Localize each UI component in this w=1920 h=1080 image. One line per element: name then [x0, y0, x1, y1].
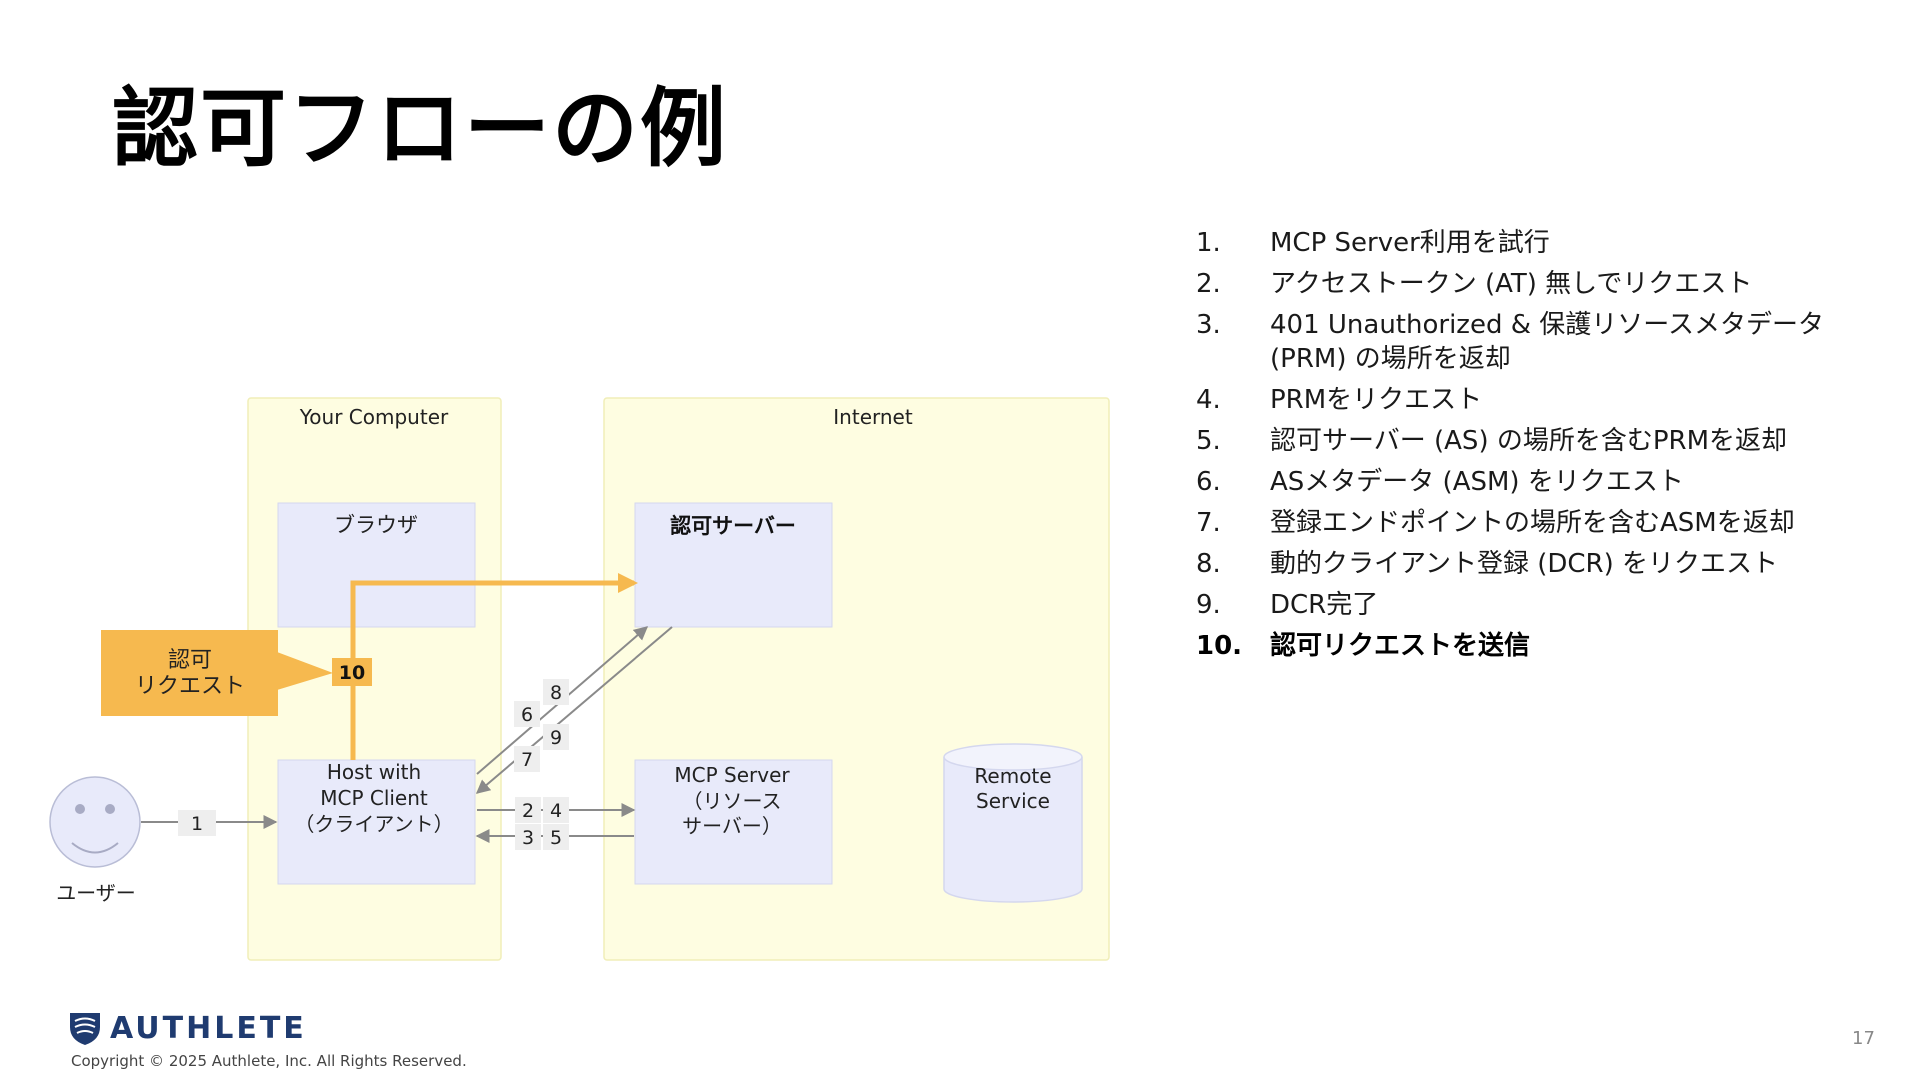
- step-label-4: 4: [543, 797, 569, 823]
- step-label-5: 5: [543, 824, 569, 850]
- step-text: PRMをリクエスト: [1270, 385, 1483, 415]
- step-text: アクセストークン (AT) 無しでリクエスト: [1270, 269, 1753, 299]
- svg-text:10: 10: [339, 662, 365, 684]
- svg-text:2: 2: [522, 800, 534, 822]
- mcp-server-label-line1: MCP Server: [674, 763, 790, 787]
- step-item: 2. アクセストークン (AT) 無しでリクエスト: [1196, 267, 1856, 301]
- remote-service-label-line2: Service: [976, 789, 1050, 813]
- svg-text:5: 5: [550, 827, 562, 849]
- step-text: 動的クライアント登録 (DCR) をリクエスト: [1270, 549, 1779, 579]
- step-text: ASメタデータ (ASM) をリクエスト: [1270, 467, 1684, 497]
- svg-text:3: 3: [522, 827, 534, 849]
- step-number: 2.: [1196, 269, 1221, 299]
- step-item-highlighted: 10. 認可リクエストを送信: [1196, 629, 1856, 663]
- step-label-6: 6: [514, 701, 540, 727]
- flow-steps-list: 1. MCP Server利用を試行 2. アクセストークン (AT) 無しでリクエ…: [1196, 226, 1856, 670]
- host-client-label-line3: （クライアント）: [294, 812, 453, 836]
- browser-box: [277, 502, 476, 628]
- step-label-3: 3: [515, 824, 541, 850]
- svg-text:6: 6: [521, 704, 533, 726]
- step-item: 7. 登録エンドポイントの場所を含むASMを返却: [1196, 506, 1856, 540]
- step-item: 5. 認可サーバー (AS) の場所を含むPRMを返却: [1196, 424, 1856, 458]
- slide-title: 認可フローの例: [112, 79, 728, 179]
- step-item: 6. ASメタデータ (ASM) をリクエスト: [1196, 465, 1856, 499]
- remote-service-label-line1: Remote: [974, 764, 1051, 788]
- host-client-box: [277, 759, 476, 885]
- page-number: 17: [1852, 1028, 1875, 1049]
- callout-line1: 認可: [168, 648, 212, 673]
- mcp-server-label-line3: サーバー）: [682, 814, 782, 838]
- arrow-step-10-authorization-request: [350, 573, 638, 760]
- svg-text:9: 9: [550, 727, 562, 749]
- authlete-shield-icon: [70, 1013, 100, 1045]
- copyright-notice: Copyright © 2025 Authlete, Inc. All Righ…: [71, 1052, 467, 1070]
- zone-internet-label: Internet: [833, 405, 913, 429]
- step-number: 1.: [1196, 228, 1221, 258]
- step-label-2: 2: [515, 797, 541, 823]
- auth-server-box: [634, 502, 833, 628]
- svg-text:8: 8: [550, 682, 562, 704]
- step-number: 3.: [1196, 310, 1221, 340]
- step-label-7: 7: [514, 746, 540, 772]
- mcp-server-box: [634, 759, 833, 885]
- callout-line2: リクエスト: [135, 674, 245, 699]
- step-number: 8.: [1196, 549, 1221, 579]
- mcp-server-label-line2: （リソース: [683, 789, 782, 813]
- step-text: DCR完了: [1270, 590, 1379, 620]
- step-number: 10.: [1196, 631, 1243, 661]
- step-item: 8. 動的クライアント登録 (DCR) をリクエスト: [1196, 547, 1856, 581]
- step-label-8: 8: [543, 679, 569, 705]
- host-client-label-line2: MCP Client: [320, 786, 428, 810]
- authorization-request-callout: [101, 630, 333, 716]
- user-label: ユーザー: [56, 881, 136, 905]
- authorization-flow-diagram: Your Computer Internet ブラウザ 認可サーバー Host …: [49, 397, 1110, 961]
- step-number: 5.: [1196, 426, 1221, 456]
- svg-text:4: 4: [550, 800, 562, 822]
- zone-your-computer-label: Your Computer: [299, 405, 449, 429]
- step-text: 401 Unauthorized & 保護リソースメタデータ(PRM) の場所を…: [1270, 310, 1824, 374]
- arrow-steps-7-9: [475, 626, 673, 794]
- step-number: 6.: [1196, 467, 1221, 497]
- step-text: 認可リクエストを送信: [1270, 631, 1531, 661]
- svg-text:7: 7: [521, 749, 533, 771]
- step-label-10: 10: [332, 658, 372, 686]
- step-label-9: 9: [543, 724, 569, 750]
- authlete-logo: AUTHLETE: [68, 1010, 307, 1046]
- auth-server-label: 認可サーバー: [670, 514, 796, 538]
- step-item: 4. PRMをリクエスト: [1196, 383, 1856, 417]
- step-item: 3. 401 Unauthorized & 保護リソースメタデータ(PRM) の場…: [1196, 308, 1856, 376]
- browser-label: ブラウザ: [334, 513, 418, 537]
- step-text: MCP Server利用を試行: [1270, 228, 1550, 258]
- logo-wordmark: AUTHLETE: [110, 1010, 307, 1046]
- user-face-icon: [49, 776, 141, 868]
- step-number: 9.: [1196, 590, 1221, 620]
- step-number: 7.: [1196, 508, 1221, 538]
- host-client-label-line1: Host with: [327, 760, 421, 784]
- step-text: 認可サーバー (AS) の場所を含むPRMを返却: [1270, 426, 1788, 456]
- step-text: 登録エンドポイントの場所を含むASMを返却: [1270, 508, 1795, 538]
- step-number: 4.: [1196, 385, 1221, 415]
- remote-service-cylinder: [943, 743, 1083, 903]
- step-item: 1. MCP Server利用を試行: [1196, 226, 1856, 260]
- step-item: 9. DCR完了: [1196, 588, 1856, 622]
- svg-text:1: 1: [191, 813, 203, 835]
- step-label-1: 1: [178, 810, 216, 836]
